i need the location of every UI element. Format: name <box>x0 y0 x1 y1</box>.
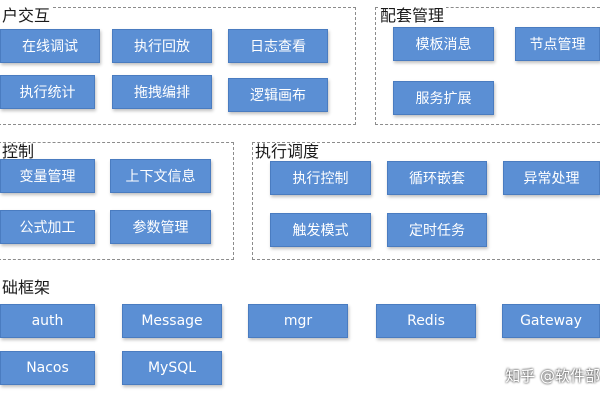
box-nacos: Nacos <box>0 351 95 385</box>
box-context-info: 上下文信息 <box>110 159 211 193</box>
box-parameter-management: 参数管理 <box>110 210 211 244</box>
box-log-view: 日志查看 <box>228 29 328 63</box>
box-loop-nesting: 循环嵌套 <box>387 161 487 195</box>
group-user-interaction <box>0 7 356 125</box>
box-drag-orchestrate: 拖拽编排 <box>112 75 212 109</box>
box-formula-processing: 公式加工 <box>0 210 95 244</box>
box-mgr: mgr <box>248 304 348 338</box>
box-logic-canvas: 逻辑画布 <box>228 78 328 112</box>
group-supporting-management <box>375 7 600 125</box>
box-variable-management: 变量管理 <box>0 159 95 193</box>
box-auth: auth <box>0 304 95 338</box>
group-title-execution-scheduling: 执行调度 <box>253 142 322 161</box>
group-title-user-interaction: 户交互 <box>0 6 53 25</box>
group-title-supporting-management: 配套管理 <box>378 6 447 25</box>
box-execution-control: 执行控制 <box>270 161 371 195</box>
box-redis: Redis <box>376 304 476 338</box>
box-gateway: Gateway <box>502 304 600 338</box>
group-control <box>0 142 234 260</box>
box-node-management: 节点管理 <box>515 27 600 61</box>
box-mysql: MySQL <box>122 351 222 385</box>
box-service-extension: 服务扩展 <box>393 81 494 115</box>
box-execution-replay: 执行回放 <box>112 29 212 63</box>
box-template-message: 模板消息 <box>393 27 494 61</box>
box-execution-stats: 执行统计 <box>0 75 95 109</box>
group-title-control: 控制 <box>0 142 37 161</box>
box-online-debug: 在线调试 <box>0 29 100 63</box>
group-execution-scheduling <box>252 142 600 260</box>
group-title-base-framework: 础框架 <box>0 278 53 297</box>
box-scheduled-task: 定时任务 <box>387 213 487 247</box>
watermark-zhihu: 知乎 @软件部 <box>505 367 600 385</box>
box-message: Message <box>122 304 222 338</box>
box-trigger-mode: 触发模式 <box>270 213 371 247</box>
box-exception-handling: 异常处理 <box>503 161 600 195</box>
